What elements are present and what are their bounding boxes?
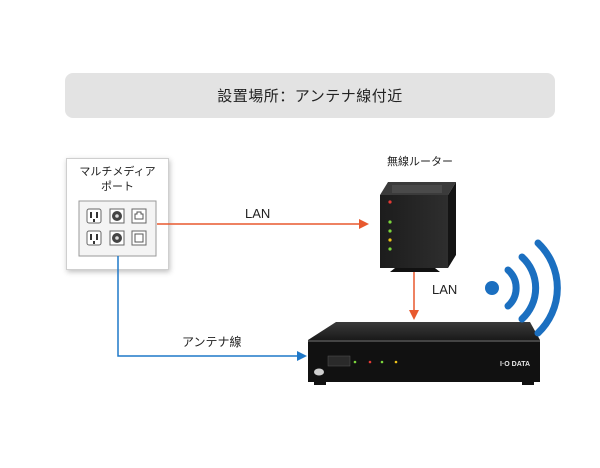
- antenna-socket-icon: [109, 208, 125, 246]
- lan-label-horizontal: LAN: [245, 206, 271, 221]
- tv-recorder-icon: I·O DATA: [308, 322, 540, 385]
- antenna-arrow-to-recorder: [117, 256, 307, 361]
- lan-socket-icon: [131, 208, 147, 246]
- wireless-router-icon: [380, 182, 456, 272]
- multimedia-port-label-line2: ポート: [101, 180, 134, 193]
- multimedia-port-label-line1: マルチメディア: [79, 165, 156, 178]
- wifi-signal-icon: [485, 239, 561, 337]
- antenna-cable-label: アンテナ線: [182, 335, 242, 349]
- wall-outlet-illustration: [78, 200, 157, 257]
- recorder-brand-logo: I·O DATA: [500, 361, 530, 368]
- power-socket-icon: [86, 208, 102, 246]
- lan-label-vertical: LAN: [432, 282, 458, 297]
- location-title-text: 設置場所：アンテナ線付近: [217, 87, 403, 105]
- multimedia-port-panel: マルチメディア ポート: [66, 158, 169, 270]
- location-title: 設置場所：アンテナ線付近: [65, 73, 555, 118]
- router-label: 無線ルーター: [387, 155, 453, 168]
